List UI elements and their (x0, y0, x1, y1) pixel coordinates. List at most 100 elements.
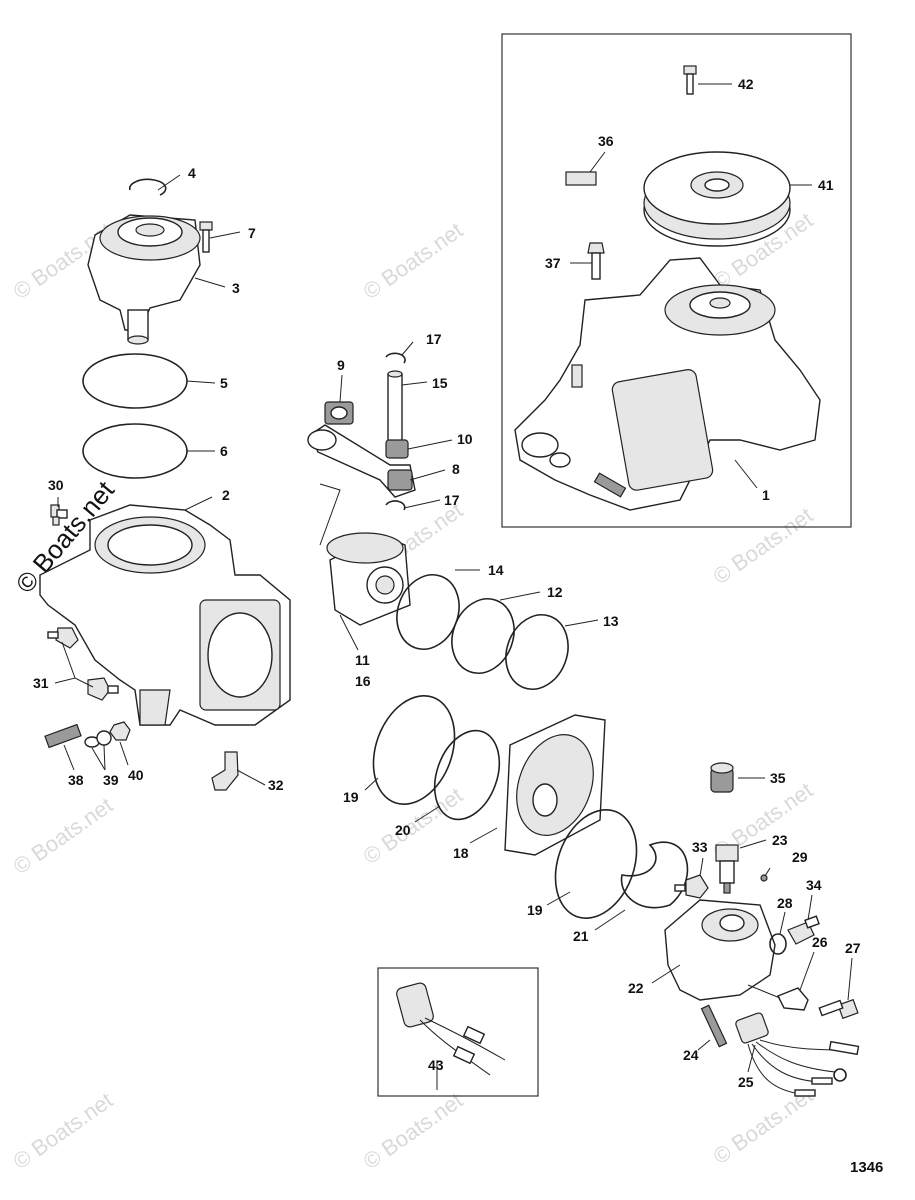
bolt-27 (818, 998, 859, 1020)
o-ring-13 (505, 614, 569, 690)
callout-40: 40 (128, 767, 144, 783)
callout-41: 41 (818, 177, 834, 193)
compressor-assembly-1 (514, 257, 821, 511)
watermark: © Boats.net (9, 1087, 118, 1174)
o-ring-19b (554, 808, 638, 920)
assembly-inset-box (501, 33, 852, 528)
callout-26: 26 (812, 934, 828, 950)
o-ring-19 (372, 694, 456, 806)
callout-21: 21 (573, 928, 589, 944)
callout-38: 38 (68, 772, 84, 788)
bracket-26 (747, 984, 809, 1011)
fitting-23 (715, 844, 739, 894)
piston-ring-12 (451, 598, 515, 674)
bolt-7 (199, 221, 213, 253)
stud-38 (44, 723, 82, 749)
washers-39 (84, 730, 112, 748)
callout-39: 39 (103, 772, 119, 788)
watermark: © Boats.net (709, 502, 818, 589)
bearing-10 (385, 439, 409, 459)
bolt-42 (683, 65, 697, 95)
pulley-41 (643, 151, 791, 247)
callout-29: 29 (792, 849, 808, 865)
callout-24: 24 (683, 1047, 699, 1063)
callout-20: 20 (395, 822, 411, 838)
screw-24 (700, 1004, 728, 1048)
callout-12: 12 (547, 584, 563, 600)
watermark: © Boats.net (9, 792, 118, 879)
compressor-head-3 (87, 214, 201, 345)
head-cover-22 (664, 899, 776, 1001)
connecting-rod-8 (307, 424, 416, 498)
callout-14: 14 (488, 562, 504, 578)
grommet-35 (710, 762, 734, 793)
sensor-25 (735, 1012, 860, 1097)
callout-18: 18 (453, 845, 469, 861)
o-ring-6 (82, 423, 188, 479)
piston-11 (319, 483, 411, 626)
fitting-30 (50, 504, 68, 526)
harness-43 (396, 982, 506, 1076)
callout-9: 9 (337, 357, 345, 373)
watermark: © Boats.net (359, 217, 468, 304)
callout-33: 33 (692, 839, 708, 855)
callout-36: 36 (598, 133, 614, 149)
callout-25: 25 (738, 1074, 754, 1090)
figure-number: 1346 (850, 1159, 883, 1176)
kit-inset-box (377, 967, 539, 1097)
callout-37: 37 (545, 255, 561, 271)
callout-5: 5 (220, 375, 228, 391)
callout-8: 8 (452, 461, 460, 477)
callout-22: 22 (628, 980, 644, 996)
bolt-37 (587, 242, 605, 280)
callout-34: 34 (806, 877, 822, 893)
check-ball-29 (760, 874, 768, 882)
callout-32: 32 (268, 777, 284, 793)
leader-lines (54, 83, 853, 1090)
o-ring-5 (82, 353, 188, 409)
callout-15: 15 (432, 375, 448, 391)
o-ring-28 (769, 933, 787, 955)
callout-11: 11 (355, 652, 370, 668)
callout-1: 1 (762, 487, 770, 503)
reed-plate-18 (504, 714, 606, 856)
callout-2: 2 (222, 487, 230, 503)
callout-23: 23 (772, 832, 788, 848)
callout-16: 16 (355, 673, 371, 689)
callout-10: 10 (457, 431, 473, 447)
callout-28: 28 (777, 895, 793, 911)
callout-6: 6 (220, 443, 228, 459)
callout-7: 7 (248, 225, 256, 241)
snap-ring-4 (128, 178, 167, 196)
callout-35: 35 (770, 770, 786, 786)
callout-17b: 17 (444, 492, 460, 508)
callout-17: 17 (426, 331, 442, 347)
compressor-housing-2 (39, 504, 291, 726)
o-ring-20 (433, 729, 501, 821)
watermark: © Boats.net (359, 1087, 468, 1174)
callout-27: 27 (845, 940, 861, 956)
callout-19b: 19 (527, 902, 543, 918)
callout-19: 19 (343, 789, 359, 805)
callout-3: 3 (232, 280, 240, 296)
callout-43: 43 (428, 1057, 444, 1073)
fitting-34 (787, 915, 820, 945)
decal-36 (565, 171, 597, 186)
callout-31: 31 (33, 675, 49, 691)
elbow-fitting-32 (211, 751, 239, 791)
elbow-fitting-33 (674, 874, 709, 899)
bearing-9 (324, 401, 354, 425)
retaining-ring-17b (385, 500, 406, 511)
callout-30: 30 (48, 477, 64, 493)
callouts: 1 2 3 4 5 6 7 8 9 10 11 12 13 14 15 16 1… (33, 76, 861, 1090)
piston-pin-15 (387, 370, 403, 445)
watermark: © Boats.net (359, 782, 468, 869)
retaining-ring-17 (385, 352, 406, 364)
gasket-21 (620, 841, 689, 909)
nut-40 (109, 721, 131, 741)
callout-13: 13 (603, 613, 619, 629)
elbow-fitting-31 (47, 627, 119, 701)
callout-42: 42 (738, 76, 754, 92)
callout-4: 4 (188, 165, 196, 181)
